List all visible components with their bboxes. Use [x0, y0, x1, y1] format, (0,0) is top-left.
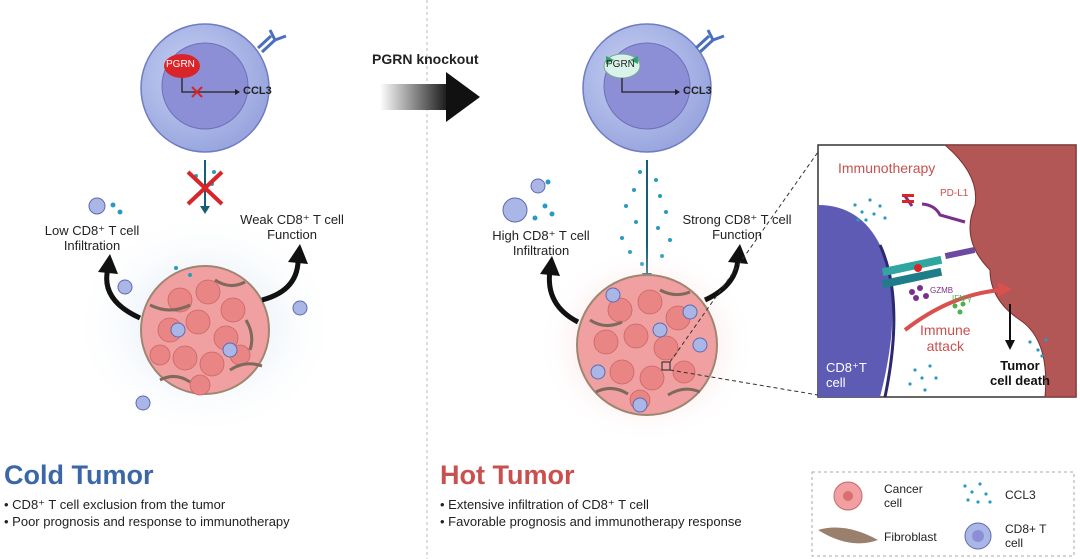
legend-box	[811, 471, 1075, 557]
hot-left-curved-arrow	[546, 269, 580, 325]
low-infiltration-line1: Low CD8⁺ T cell	[44, 223, 140, 238]
inset-gzmb: GZMB	[930, 286, 954, 295]
ifn-granules	[952, 301, 966, 315]
strong-function-line1: Strong CD8⁺ T cell	[682, 212, 792, 227]
cold-bullet: Poor prognosis and response to immunothe…	[4, 513, 290, 530]
low-infiltration-label: Low CD8⁺ T cell Infiltration	[32, 223, 152, 253]
high-infiltration-line2: Infiltration	[512, 243, 570, 258]
legend-fibroblast-label: Fibroblast	[884, 530, 937, 544]
left-pgrn-label: PGRN	[166, 59, 195, 70]
pgrn-knockout-label: PGRN knockout	[372, 51, 479, 67]
tcr-complex	[881, 246, 976, 289]
cold-ccl3-dots	[110, 202, 192, 277]
legend-cancer-line1: Cancer	[884, 482, 923, 496]
inset-ifn: IFN-γ	[952, 294, 972, 303]
legend-fibroblast-icon	[818, 527, 878, 544]
hot-ccl3-dots	[532, 179, 555, 221]
high-infiltration-label: High CD8⁺ T cell Infiltration	[476, 228, 606, 258]
blocked-secretion-arrow	[186, 160, 224, 214]
legend-cd8-line2: cell	[1005, 536, 1024, 550]
inset-panel	[817, 144, 1077, 398]
immune-attack-arrow	[903, 288, 1001, 332]
hot-bullet: Extensive infiltration of CD8⁺ T cell	[440, 496, 742, 513]
hot-bullet: Favorable prognosis and immunotherapy re…	[440, 513, 741, 530]
low-infiltration-line2: Infiltration	[63, 238, 121, 253]
tumor-death-line1: Tumor	[1000, 358, 1040, 373]
right-cancer-cell	[582, 23, 712, 153]
left-ccl3-label: CCL3	[243, 85, 272, 97]
cold-bullets: CD8⁺ T cell exclusion from the tumor Poo…	[4, 496, 290, 530]
left-cancer-cell	[140, 23, 270, 153]
left-antibody-icon	[256, 29, 287, 54]
strong-function-label: Strong CD8⁺ T cell Function	[672, 212, 802, 242]
inset-immune-attack: Immune attack	[920, 322, 971, 354]
weak-function-label: Weak CD8⁺ T cell Function	[232, 212, 352, 242]
legend-cancer-label: Cancer cell	[884, 482, 923, 510]
cd8-cell-line1: CD8⁺T	[826, 360, 867, 375]
right-ccl3-label: CCL3	[683, 85, 712, 97]
immune-attack-line2: attack	[926, 338, 964, 354]
inset-ccl3-dots	[853, 198, 1048, 392]
legend-ccl3-icon	[963, 482, 992, 504]
legend-cd8-line1: CD8+ T	[1005, 522, 1047, 536]
right-pgrn-label: PGRN	[606, 59, 635, 70]
inset-cd8-cell: CD8⁺T cell	[826, 360, 867, 390]
cold-tumor-title: Cold Tumor	[4, 460, 154, 490]
legend-cd8-label: CD8+ T cell	[1005, 522, 1046, 550]
tumor-death-line2: cell death	[990, 373, 1050, 388]
cold-left-curved-arrow	[104, 267, 142, 321]
inset-pdl1: PD-L1	[940, 188, 969, 199]
hot-tcells	[502, 178, 546, 223]
cold-bullet: CD8⁺ T cell exclusion from the tumor	[4, 496, 290, 513]
inset-immunotherapy: Immunotherapy	[838, 160, 936, 176]
cd8-cell-line2: cell	[826, 375, 846, 390]
inset-tumor-death: Tumor cell death	[990, 358, 1050, 388]
hot-tumor-title: Hot Tumor	[440, 460, 575, 490]
legend-ccl3-label: CCL3	[1005, 488, 1036, 502]
hot-bullets: Extensive infiltration of CD8⁺ T cell Fa…	[440, 496, 742, 530]
hot-tumor	[576, 274, 718, 416]
high-infiltration-line1: High CD8⁺ T cell	[492, 228, 590, 243]
pgrn-knockout-arrow	[380, 72, 480, 122]
cold-tcells	[88, 197, 308, 411]
legend-cancer-line2: cell	[884, 496, 903, 510]
cold-tumor	[140, 265, 270, 396]
right-antibody-icon	[694, 29, 725, 54]
gzmb-granules	[909, 285, 929, 301]
weak-function-line1: Weak CD8⁺ T cell	[240, 212, 344, 227]
strong-function-line2: Function	[712, 227, 762, 242]
immune-attack-line1: Immune	[920, 322, 971, 338]
weak-function-line2: Function	[267, 227, 317, 242]
